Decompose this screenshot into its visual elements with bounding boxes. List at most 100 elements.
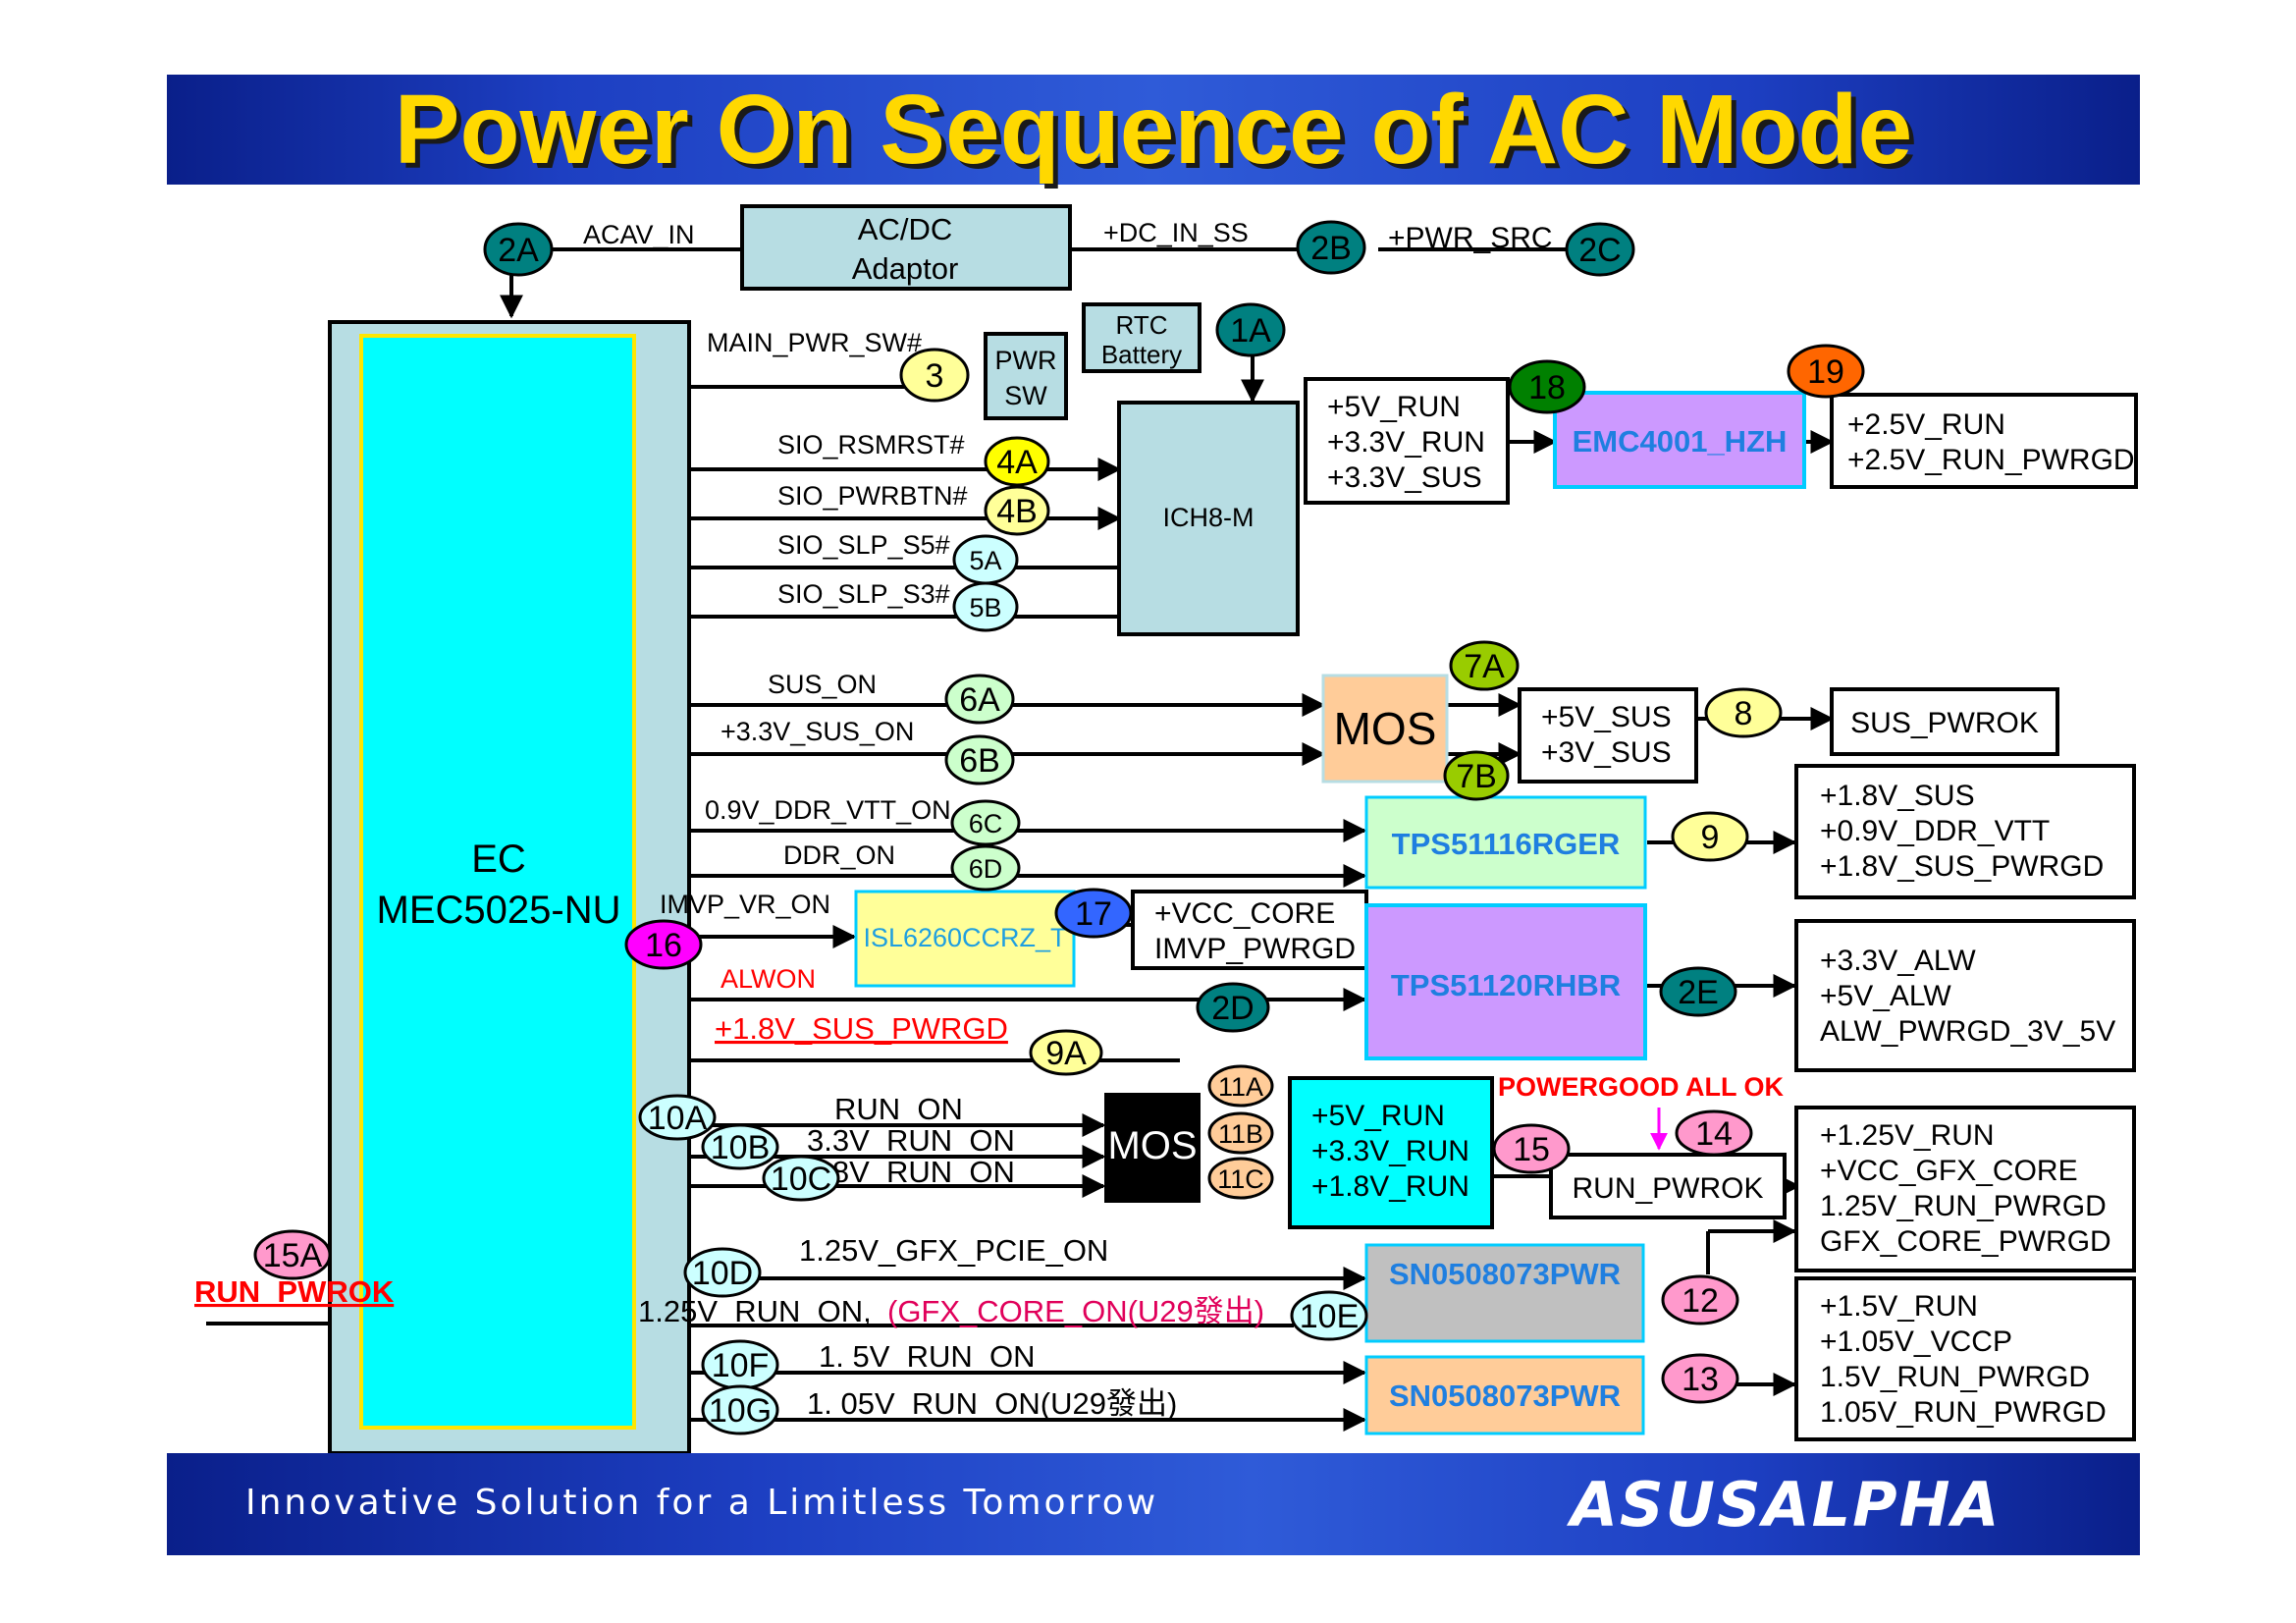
node-10b: 10B — [701, 1123, 779, 1170]
rail-3v-sus: +3V_SUS — [1541, 736, 1672, 769]
run-rails-box-18 — [1304, 377, 1510, 505]
node-9-label: 9 — [1701, 819, 1720, 856]
rail-33v-sus: +3.3V_SUS — [1327, 461, 1482, 494]
out-box-13 — [1794, 1276, 2136, 1441]
node-6c-label: 6C — [969, 809, 1003, 839]
out-box-9 — [1794, 764, 2136, 899]
label-33v-sus-on: +3.3V_SUS_ON — [721, 717, 914, 746]
label-gfx-pcie-on: 1.25V_GFX_PCIE_ON — [799, 1233, 1108, 1268]
tps51120-block — [1364, 903, 1647, 1060]
node-2a: 2A — [483, 222, 554, 277]
node-3: 3 — [899, 348, 970, 403]
node-4b-label: 4B — [996, 493, 1038, 530]
node-15a-label: 15A — [263, 1237, 323, 1274]
node-10a-label: 10A — [648, 1100, 708, 1137]
rail-25v-run: +2.5V_RUN — [1847, 408, 2005, 441]
node-10b-label: 10B — [711, 1129, 771, 1166]
asus-alpha-logo: ASUSALPHA — [1571, 1469, 2002, 1541]
node-2c-label: 2C — [1578, 232, 1621, 269]
node-11b-label: 11B — [1218, 1119, 1263, 1149]
label-sio-slp-s5: SIO_SLP_S5# — [777, 530, 950, 560]
signal-labels: ACAV_IN +DC_IN_SS +PWR_SRC MAIN_PWR_SW# … — [194, 218, 1785, 1421]
tps51116-label: TPS51116RGER — [1392, 827, 1621, 861]
node-9a-label: 9A — [1045, 1035, 1087, 1072]
rail-18v-sus-pwrgd: +1.8V_SUS_PWRGD — [1820, 850, 2104, 883]
sus-pwrok-label: SUS_PWROK — [1850, 707, 2039, 739]
mos2-block — [1104, 1093, 1201, 1203]
rail-5v-run: +5V_RUN — [1327, 391, 1461, 423]
node-6a: 6A — [944, 674, 1015, 725]
node-6b: 6B — [944, 734, 1015, 785]
rail-alw-pwrgd: ALW_PWRGD_3V_5V — [1820, 1015, 2115, 1048]
label-15v-run-on: 1. 5V_RUN_ON — [819, 1339, 1036, 1374]
rail-5v-run-11: +5V_RUN — [1311, 1100, 1445, 1132]
node-9: 9 — [1671, 811, 1749, 862]
node-2c: 2C — [1565, 222, 1635, 277]
label-dc-in-ss: +DC_IN_SS — [1103, 218, 1249, 247]
node-10d-label: 10D — [692, 1255, 753, 1292]
label-sus-on: SUS_ON — [768, 670, 877, 699]
alw-out-box — [1794, 919, 2136, 1072]
node-19: 19 — [1787, 344, 1865, 399]
sus-pwrok-box — [1830, 687, 2059, 756]
rtc-battery-block — [1082, 302, 1201, 373]
rail-33v-alw: +3.3V_ALW — [1820, 945, 1976, 977]
node-15: 15 — [1492, 1123, 1571, 1174]
rail-18v-run-11: +1.8V_RUN — [1311, 1170, 1469, 1203]
mos1-label: MOS — [1334, 703, 1437, 754]
node-2b-label: 2B — [1310, 230, 1352, 267]
rail-33v-run: +3.3V_RUN — [1327, 426, 1485, 459]
node-5a-label: 5A — [969, 546, 1001, 575]
rail-105v-run-pwrgd: 1.05V_RUN_PWRGD — [1820, 1396, 2107, 1429]
node-11b: 11B — [1207, 1111, 1274, 1155]
sequence-nodes: 2A 2B 2C 1A 3 18 19 4A 4B 5A 5B 7A 7B 6A… — [253, 220, 1865, 1435]
node-5b-label: 5B — [969, 593, 1001, 622]
rail-18v-sus: +1.8V_SUS — [1820, 780, 1975, 812]
sn0508073-label-2: SN0508073PWR — [1389, 1379, 1621, 1413]
node-2e-label: 2E — [1678, 974, 1719, 1011]
node-11c: 11C — [1207, 1157, 1274, 1200]
pwr-sw-block — [984, 332, 1068, 420]
out-box-19 — [1830, 393, 2138, 489]
label-acav-in: ACAV_IN — [583, 220, 695, 249]
node-13: 13 — [1661, 1353, 1739, 1404]
node-18: 18 — [1508, 359, 1586, 414]
rail-125v-run: +1.25V_RUN — [1820, 1119, 1995, 1152]
node-2d-label: 2D — [1211, 990, 1254, 1027]
label-33v-run-on: 3.3V_RUN_ON — [807, 1123, 1015, 1158]
ec-inner-block — [359, 334, 636, 1430]
run-pwrok-box — [1549, 1153, 1787, 1219]
rtc-label-line1: RTC — [1116, 310, 1168, 340]
node-8-label: 8 — [1735, 695, 1753, 732]
rtc-label-line2: Battery — [1101, 340, 1182, 369]
node-17-label: 17 — [1075, 895, 1112, 933]
label-125v-run-on: 1.25V_RUN_ON, — [638, 1294, 872, 1328]
rail-gfx-core-pwrgd: GFX_CORE_PWRGD — [1820, 1225, 2111, 1258]
node-15-label: 15 — [1513, 1131, 1550, 1168]
footer-band — [167, 1453, 2140, 1555]
node-1a: 1A — [1215, 302, 1286, 357]
node-7b: 7B — [1443, 750, 1510, 801]
node-3-label: 3 — [926, 357, 944, 395]
node-15a: 15A — [253, 1229, 332, 1280]
label-ddr-vtt-on: 0.9V_DDR_VTT_ON — [705, 795, 951, 825]
ich-label: ICH8-M — [1163, 503, 1255, 532]
rail-5v-sus: +5V_SUS — [1541, 701, 1672, 733]
node-10c: 10C — [762, 1155, 840, 1202]
node-2a-label: 2A — [498, 232, 539, 269]
sus-rails-box — [1518, 687, 1698, 784]
rail-25v-run-pwrgd: +2.5V_RUN_PWRGD — [1847, 444, 2135, 476]
rail-5v-alw: +5V_ALW — [1820, 980, 1951, 1012]
node-4a: 4A — [984, 436, 1050, 487]
node-6c: 6C — [950, 799, 1021, 846]
node-16-label: 16 — [645, 927, 682, 964]
node-10g-label: 10G — [709, 1392, 772, 1430]
node-7b-label: 7B — [1456, 758, 1497, 795]
page-title: Power On Sequence of AC Mode — [394, 75, 1913, 185]
node-10e: 10E — [1290, 1290, 1368, 1341]
node-2e: 2E — [1659, 966, 1737, 1017]
run-pwrok-box-label: RUN_PWROK — [1572, 1172, 1763, 1205]
out-box-12 — [1794, 1106, 2136, 1272]
node-16: 16 — [624, 919, 703, 970]
ich-block — [1117, 401, 1300, 636]
